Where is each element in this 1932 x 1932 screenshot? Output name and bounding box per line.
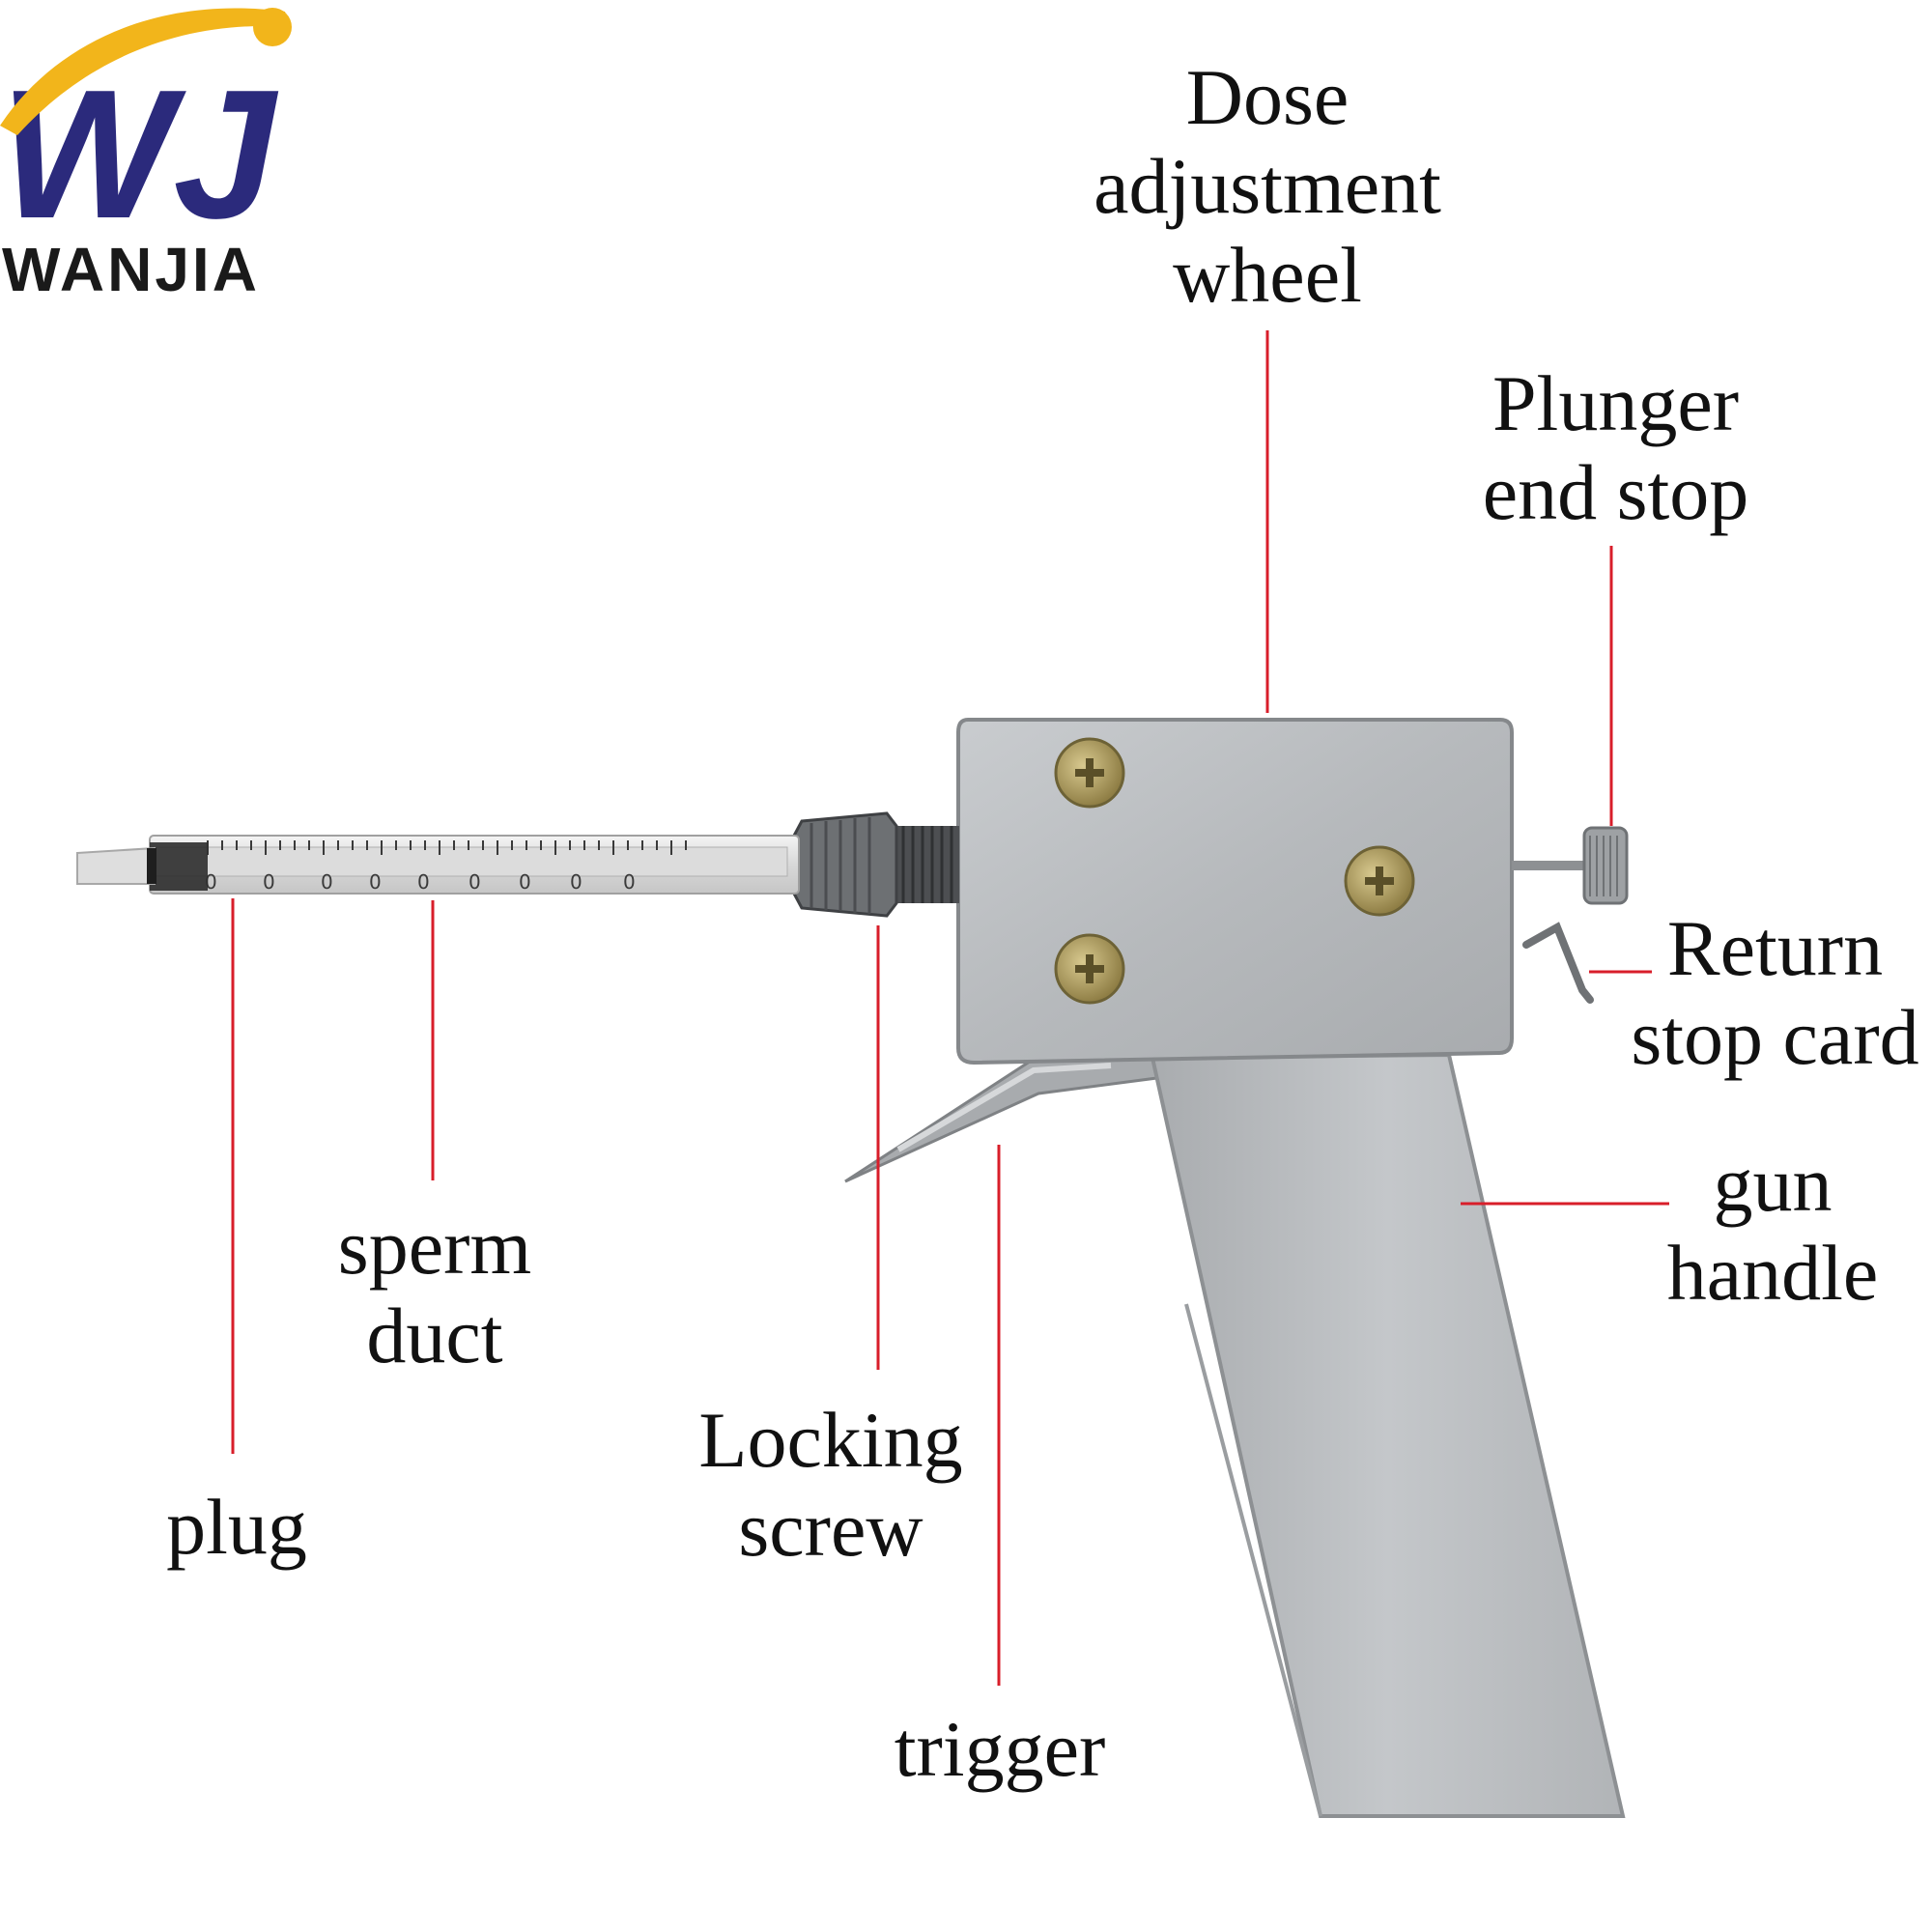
scale-number: 0 — [369, 870, 382, 894]
locking-nut — [792, 811, 898, 918]
return-stop-card — [1522, 922, 1594, 1004]
syringe-plunger-seal — [150, 842, 208, 891]
label-sperm-duct: sperm duct — [337, 1203, 532, 1379]
thread-lines — [901, 826, 953, 903]
scale-number: 0 — [469, 870, 481, 894]
scale-number: 0 — [205, 870, 217, 894]
scale-number: 0 — [519, 870, 531, 894]
screw-bottom — [1054, 933, 1125, 1005]
label-trigger: trigger — [894, 1705, 1106, 1793]
label-plug: plug — [166, 1483, 307, 1571]
label-dose-adjustment-wheel: Dose adjustment wheel — [1094, 53, 1441, 319]
syringe-inner-tube — [154, 846, 788, 877]
trigger-highlight — [896, 1063, 1112, 1152]
scale-number: 0 — [570, 870, 582, 894]
leader-lines — [231, 330, 1669, 1686]
plunger-rod — [1512, 861, 1589, 870]
syringe-scale-numbers: 0 0 0 0 0 0 0 0 0 — [205, 870, 636, 894]
label-plunger-end-stop: Plunger end stop — [1482, 359, 1749, 536]
scale-number: 0 — [417, 870, 430, 894]
plug-tip — [76, 846, 156, 885]
screw-top — [1054, 737, 1125, 809]
trigger-blade — [844, 1046, 1166, 1183]
logo-dot — [253, 8, 292, 46]
gun-body — [956, 718, 1514, 1065]
handle-side-edge — [1184, 1303, 1322, 1817]
label-gun-handle: gun handle — [1666, 1140, 1879, 1317]
plug-tip-dark — [147, 848, 156, 884]
scale-number: 0 — [263, 870, 275, 894]
scale-number: 0 — [623, 870, 636, 894]
scale-number: 0 — [321, 870, 333, 894]
logo-wordmark: WANJIA — [2, 235, 260, 304]
label-return-stop-card: Return stop card — [1631, 904, 1919, 1081]
screw-middle — [1344, 845, 1415, 917]
gun-handle-shape — [1150, 1052, 1626, 1818]
label-locking-screw: Locking screw — [698, 1396, 963, 1573]
knob-knurl — [1589, 836, 1618, 896]
nut-ridges — [810, 817, 871, 914]
wanjia-logo: WJ — [0, 8, 292, 257]
threaded-neck — [896, 826, 959, 903]
